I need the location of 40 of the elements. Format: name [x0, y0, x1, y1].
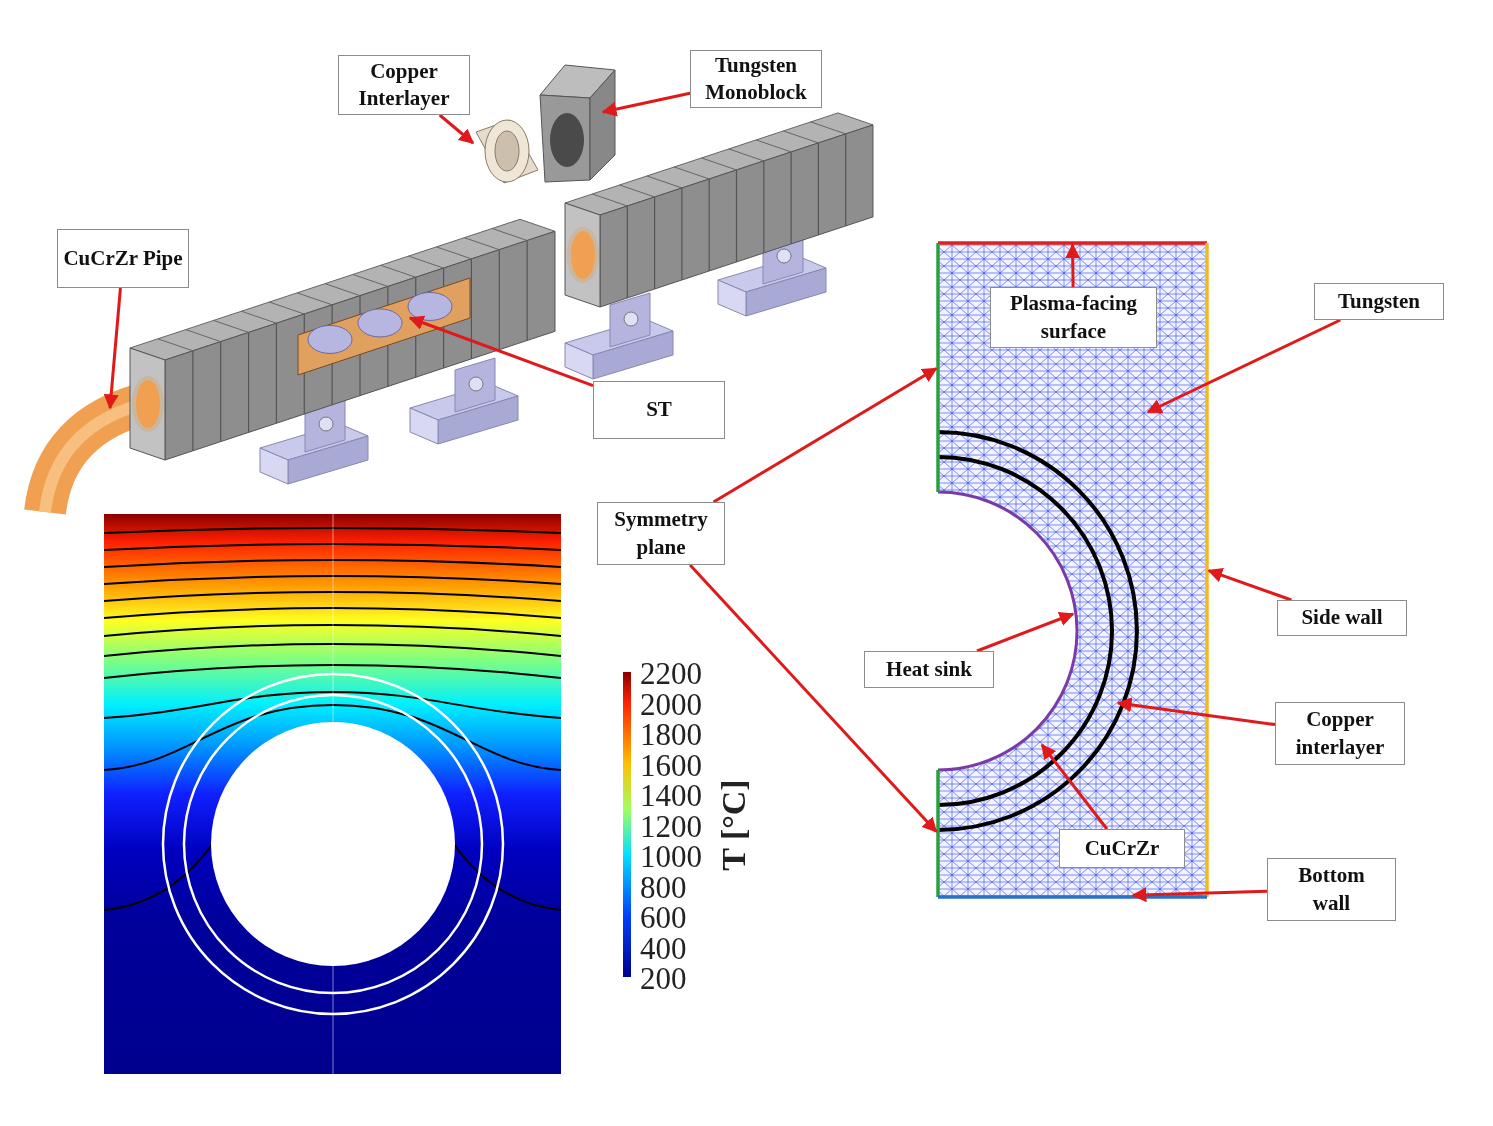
- label-box: Symmetry plane: [597, 502, 725, 565]
- label-box: Tungsten Monoblock: [690, 50, 822, 108]
- tick-label: 1600: [640, 749, 702, 781]
- leader-arrow: [103, 287, 122, 410]
- bottom-boundary-line: [938, 895, 1207, 899]
- leader-arrow: [689, 564, 938, 833]
- leader-arrow: [1146, 318, 1341, 414]
- tick-label: 200: [640, 963, 687, 994]
- tick-label: 800: [640, 871, 687, 903]
- symmetry-boundary-line: [936, 770, 940, 897]
- label-box: Side wall: [1277, 600, 1407, 636]
- label-box: Bottom wall: [1267, 858, 1396, 921]
- side-boundary-line: [1205, 243, 1209, 897]
- top-boundary-line: [938, 241, 1207, 245]
- symmetry-boundary-line: [936, 243, 940, 492]
- leader-arrow: [601, 91, 691, 117]
- tick-label: 1000: [640, 841, 702, 872]
- tick-label: 1200: [640, 810, 702, 842]
- axis-title: T [°C]: [714, 779, 753, 871]
- tick-label: 1400: [640, 780, 702, 811]
- tick-label: 1800: [640, 719, 702, 750]
- label-box: CuCrZr Pipe: [57, 229, 189, 288]
- tick-label: 600: [640, 902, 687, 933]
- leader-arrow: [408, 315, 594, 387]
- label-box: Copper interlayer: [1275, 702, 1405, 765]
- label-box: Heat sink: [864, 651, 994, 688]
- leader-arrow: [976, 611, 1075, 653]
- label-box: Plasma-facing surface: [990, 287, 1157, 348]
- label-box: Copper Interlayer: [338, 55, 470, 115]
- tick-label: 400: [640, 932, 687, 964]
- leader-arrow: [1131, 887, 1268, 903]
- leader-arrow: [712, 367, 938, 504]
- label-box: ST: [593, 381, 725, 439]
- tick-label: 2000: [640, 688, 702, 720]
- leader-arrow: [1116, 697, 1276, 727]
- leader-arrow: [1207, 568, 1292, 602]
- label-box: Tungsten: [1314, 283, 1444, 320]
- leader-arrow: [438, 113, 475, 145]
- label-box: CuCrZr: [1059, 829, 1185, 868]
- tick-label: 2200: [640, 658, 702, 689]
